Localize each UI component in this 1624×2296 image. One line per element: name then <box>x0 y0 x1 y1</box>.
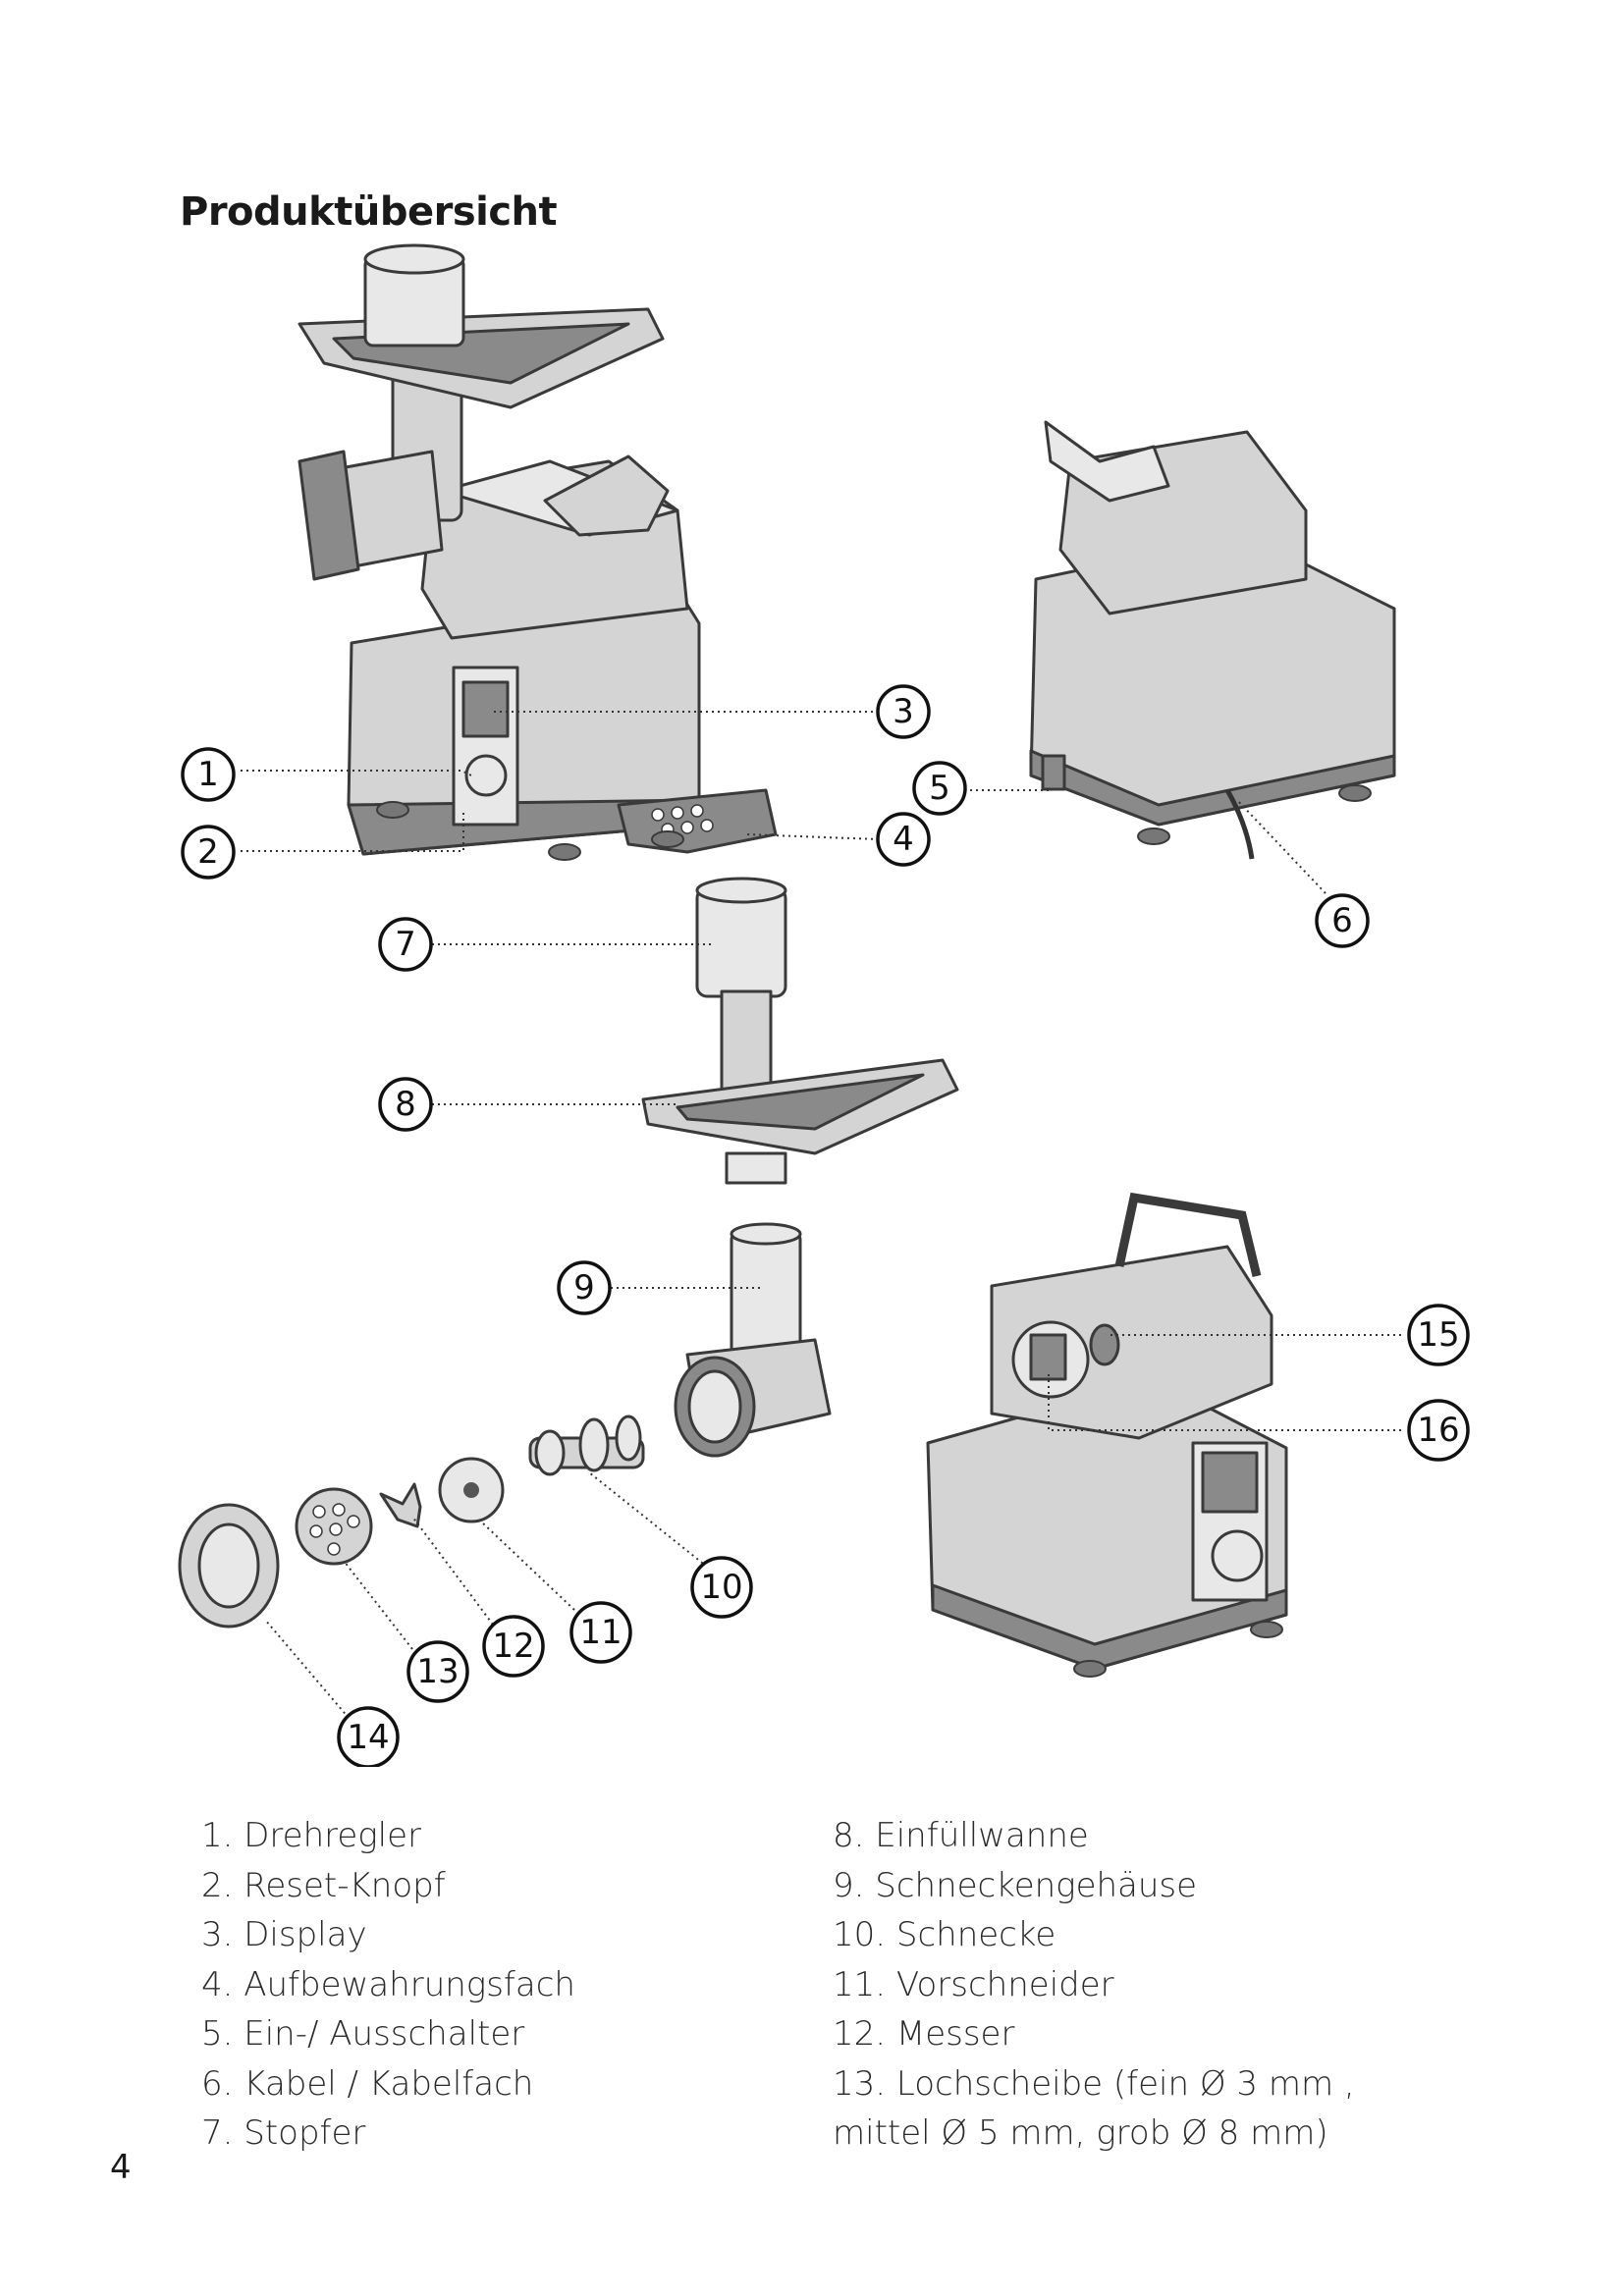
callout-11: 11 <box>569 1601 632 1664</box>
list-item: 12. Messer <box>833 2014 1015 2054</box>
pre-cutter-illustration <box>438 1457 505 1523</box>
svg-text:1: 1 <box>197 755 219 794</box>
list-item: 5. Ein-/ Ausschalter <box>201 2014 525 2054</box>
list-item: 2. Reset-Knopf <box>201 1865 446 1905</box>
list-item: 10. Schnecke <box>833 1915 1056 1954</box>
svg-text:15: 15 <box>1417 1315 1459 1355</box>
svg-text:10: 10 <box>700 1568 742 1607</box>
screw-housing-illustration <box>674 1222 832 1458</box>
callout-9: 9 <box>557 1260 612 1315</box>
list-item: 1. Drehregler <box>201 1816 422 1855</box>
blade-illustration <box>379 1482 422 1528</box>
svg-text:7: 7 <box>395 925 416 964</box>
callout-4: 4 <box>876 812 931 867</box>
callout-1: 1 <box>181 747 236 802</box>
svg-text:16: 16 <box>1417 1411 1459 1450</box>
parts-list-right: 8. Einfüllwanne 9. Schneckengehäuse 10. … <box>833 1811 1461 2159</box>
list-item: 7. Stopfer <box>201 2113 366 2153</box>
svg-text:2: 2 <box>197 832 219 872</box>
svg-text:12: 12 <box>492 1627 534 1666</box>
ring-nut-illustration <box>178 1503 280 1629</box>
callout-3: 3 <box>876 684 931 739</box>
feed-tray-illustration <box>641 1058 959 1185</box>
callout-2: 2 <box>181 825 236 880</box>
leader-lines <box>241 711 1401 1719</box>
callout-16: 16 <box>1407 1399 1470 1462</box>
meat-grinder-side-view-illustration <box>926 1192 1288 1678</box>
list-item: 11. Vorschneider <box>833 1964 1114 2004</box>
callout-12: 12 <box>482 1615 545 1678</box>
svg-text:9: 9 <box>573 1268 595 1308</box>
callout-7: 7 <box>378 917 433 972</box>
list-item: mittel Ø 5 mm, grob Ø 8 mm) <box>833 2113 1328 2153</box>
callout-15: 15 <box>1407 1304 1470 1366</box>
svg-text:6: 6 <box>1331 901 1353 940</box>
page-title: Produktübersicht <box>180 189 558 235</box>
callout-13: 13 <box>406 1640 469 1703</box>
callout-14: 14 <box>337 1706 400 1767</box>
callout-5: 5 <box>912 761 967 816</box>
stopper-illustration <box>695 877 787 1101</box>
svg-text:5: 5 <box>929 769 950 808</box>
callout-10: 10 <box>690 1556 753 1619</box>
product-overview-illustration: 1 2 3 4 5 6 7 8 9 10 11 12 13 14 15 16 <box>178 243 1470 1767</box>
callout-8: 8 <box>378 1077 433 1132</box>
svg-text:13: 13 <box>416 1652 459 1691</box>
list-item: 6. Kabel / Kabelfach <box>201 2063 534 2104</box>
list-item: 9. Schneckengehäuse <box>833 1865 1198 1905</box>
meat-grinder-rear-view-illustration <box>1029 420 1396 860</box>
svg-text:4: 4 <box>893 820 914 859</box>
meat-grinder-assembled-illustration <box>298 243 778 861</box>
page-number: 4 <box>110 2148 132 2187</box>
list-item: 4. Aufbewahrungsfach <box>201 1964 575 2004</box>
parts-list-left: 1. Drehregler 2. Reset-Knopf 3. Display … <box>201 1811 790 2159</box>
svg-text:3: 3 <box>893 692 914 731</box>
callout-6: 6 <box>1315 893 1370 948</box>
svg-text:14: 14 <box>347 1718 389 1757</box>
svg-text:8: 8 <box>395 1085 416 1124</box>
svg-text:11: 11 <box>579 1613 622 1652</box>
screw-illustration <box>528 1415 645 1476</box>
list-item: 3. Display <box>201 1915 367 1954</box>
list-item: 8. Einfüllwanne <box>833 1816 1089 1855</box>
list-item: 13. Lochscheibe (fein Ø 3 mm , <box>833 2063 1355 2104</box>
perforated-disc-illustration <box>295 1487 373 1566</box>
